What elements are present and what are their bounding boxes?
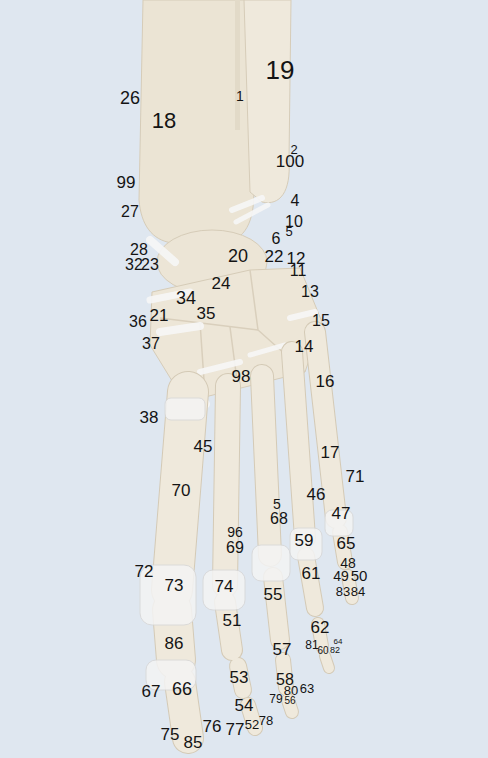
callout-number: 98 — [232, 368, 251, 385]
callout-number: 68 — [270, 511, 288, 527]
leg-bones — [139, 0, 291, 243]
callout-number: 55 — [264, 586, 283, 603]
callout-number: 27 — [121, 204, 139, 220]
joint-capsules — [140, 398, 353, 690]
callout-number: 47 — [332, 505, 351, 522]
callout-number: 18 — [152, 110, 176, 132]
callout-number: 69 — [226, 540, 244, 556]
callout-number: 53 — [230, 669, 249, 686]
callout-number: 11 — [290, 263, 307, 279]
callout-number: 77 — [226, 721, 245, 738]
callout-number: 78 — [259, 714, 273, 727]
callout-number: 22 — [265, 248, 284, 265]
callout-number: 46 — [307, 486, 326, 503]
callout-number: 56 — [284, 696, 295, 706]
callout-number: 28 — [130, 242, 148, 258]
callout-number: 72 — [135, 563, 154, 580]
callout-number: 62 — [311, 619, 330, 636]
callout-number: 82 — [330, 646, 340, 655]
callout-number: 20 — [228, 247, 248, 265]
callout-number: 66 — [172, 680, 192, 698]
callout-number: 21 — [150, 307, 169, 324]
callout-number: 45 — [194, 438, 213, 455]
callout-number: 51 — [223, 612, 242, 629]
callout-number: 71 — [346, 468, 365, 485]
callout-number: 15 — [312, 313, 330, 329]
callout-number: 85 — [184, 734, 203, 751]
callout-number: 5 — [273, 497, 281, 511]
callout-number: 49 — [333, 569, 349, 583]
callout-number: 96 — [227, 525, 243, 539]
callout-number: 24 — [212, 275, 231, 292]
callout-number: 99 — [117, 174, 136, 191]
callout-number: 81 — [305, 639, 318, 651]
callout-number: 63 — [300, 682, 314, 695]
callout-number: 52 — [245, 718, 259, 731]
callout-number: 61 — [302, 565, 321, 582]
callout-number: 14 — [295, 338, 314, 355]
metatarsals-phalanges — [172, 332, 352, 738]
callout-number: 76 — [203, 718, 222, 735]
callout-number: 13 — [301, 284, 319, 300]
callout-number: 1 — [236, 89, 244, 103]
callout-number: 23 — [141, 257, 159, 273]
callout-number: 74 — [215, 578, 234, 595]
callout-number: 38 — [140, 409, 159, 426]
callout-number: 37 — [142, 336, 160, 352]
callout-number: 4 — [291, 193, 300, 209]
callout-number: 70 — [172, 482, 191, 499]
callout-number: 73 — [165, 577, 184, 594]
callout-number: 84 — [351, 585, 365, 598]
callout-number: 32 — [125, 257, 143, 273]
callout-number: 6 — [272, 231, 281, 247]
callout-number: 54 — [235, 697, 254, 714]
callout-number: 60 — [317, 646, 328, 656]
callout-number: 79 — [269, 693, 282, 705]
callout-number: 83 — [336, 585, 350, 598]
callout-number: 50 — [351, 568, 368, 583]
callout-number: 5 — [285, 225, 292, 238]
callout-number: 86 — [165, 635, 184, 652]
callout-number: 26 — [120, 89, 140, 107]
callout-number: 16 — [316, 373, 335, 390]
callout-number: 80 — [284, 684, 298, 697]
callout-number: 36 — [129, 314, 147, 330]
callout-number: 67 — [142, 683, 161, 700]
callout-number: 75 — [161, 726, 180, 743]
callout-number: 65 — [337, 535, 356, 552]
callout-number: 100 — [276, 153, 304, 170]
callout-number: 17 — [321, 444, 340, 461]
callout-number: 34 — [176, 289, 196, 307]
callout-number: 35 — [197, 305, 216, 322]
callout-number: 59 — [295, 532, 314, 549]
callout-number: 57 — [273, 641, 292, 658]
callout-number: 19 — [266, 57, 295, 83]
